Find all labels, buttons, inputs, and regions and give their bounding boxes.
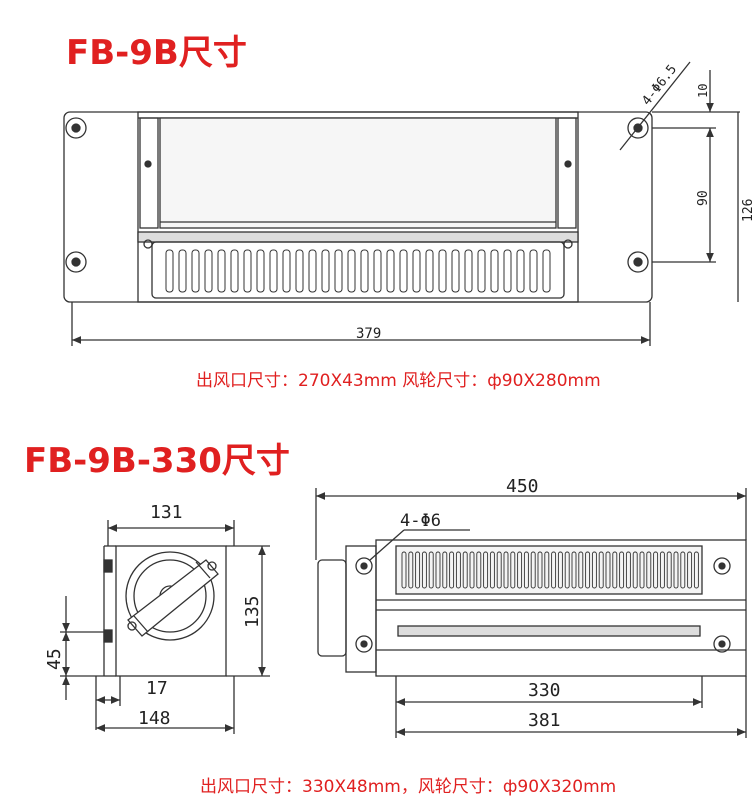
front-dim-450: 450 bbox=[506, 476, 539, 497]
grille-slot bbox=[191, 249, 200, 293]
grille-slot bbox=[516, 249, 525, 293]
grille-slot bbox=[408, 551, 414, 589]
grille-slot bbox=[442, 551, 448, 589]
side-view-drawing bbox=[60, 520, 270, 734]
grille-slot bbox=[204, 249, 213, 293]
top-dim-126: 126 bbox=[741, 199, 756, 222]
grille-slot bbox=[523, 551, 529, 589]
grille-slot bbox=[680, 551, 686, 589]
bottom-spec-text: 出风口尺寸：330X48mm，风轮尺寸：ф90X320mm bbox=[200, 777, 617, 797]
grille-slot bbox=[542, 249, 551, 293]
grille-slot bbox=[455, 551, 461, 589]
grille-slot bbox=[489, 551, 495, 589]
grille-slot bbox=[598, 551, 604, 589]
grille-slot bbox=[591, 551, 597, 589]
grille-slot bbox=[438, 249, 447, 293]
side-dim-135: 135 bbox=[242, 595, 263, 628]
grille-slot bbox=[625, 551, 631, 589]
top-dim-90: 90 bbox=[696, 190, 711, 206]
top-outlet-grille-slots bbox=[165, 249, 551, 293]
grille-slot bbox=[469, 551, 475, 589]
grille-slot bbox=[269, 249, 278, 293]
grille-slot bbox=[476, 551, 482, 589]
grille-slot bbox=[632, 551, 638, 589]
grille-slot bbox=[510, 551, 516, 589]
top-dim-10: 10 bbox=[696, 84, 710, 98]
grille-slot bbox=[646, 551, 652, 589]
top-fan-drawing bbox=[63, 61, 740, 346]
grille-slot bbox=[605, 551, 611, 589]
grille-slot bbox=[347, 249, 356, 293]
side-dim-17: 17 bbox=[146, 678, 168, 699]
grille-slot bbox=[243, 249, 252, 293]
grille-slot bbox=[451, 249, 460, 293]
grille-slot bbox=[308, 249, 317, 293]
grille-slot bbox=[462, 551, 468, 589]
grille-slot bbox=[321, 249, 330, 293]
grille-slot bbox=[295, 249, 304, 293]
grille-slot bbox=[435, 551, 441, 589]
grille-slot bbox=[585, 551, 591, 589]
grille-slot bbox=[334, 249, 343, 293]
grille-slot bbox=[673, 551, 679, 589]
grille-slot bbox=[503, 551, 509, 589]
grille-slot bbox=[428, 551, 434, 589]
grille-slot bbox=[483, 551, 489, 589]
grille-slot bbox=[619, 551, 625, 589]
grille-slot bbox=[399, 249, 408, 293]
grille-slot bbox=[612, 551, 618, 589]
grille-slot bbox=[415, 551, 421, 589]
grille-slot bbox=[412, 249, 421, 293]
grille-slot bbox=[571, 551, 577, 589]
side-dim-45: 45 bbox=[44, 648, 65, 670]
top-mount-holes bbox=[65, 117, 649, 273]
grille-slot bbox=[360, 249, 369, 293]
grille-slot bbox=[529, 249, 538, 293]
grille-slot bbox=[578, 551, 584, 589]
bottom-title: FB-9B-330尺寸 bbox=[24, 441, 290, 481]
grille-slot bbox=[282, 249, 291, 293]
grille-slot bbox=[564, 551, 570, 589]
top-dim-379: 379 bbox=[356, 326, 381, 342]
grille-slot bbox=[230, 249, 239, 293]
front-dim-hole: 4-Φ6 bbox=[400, 511, 441, 531]
top-spec-text: 出风口尺寸：270X43mm 风轮尺寸：ф90X280mm bbox=[196, 371, 601, 391]
top-dim-hole: 4-Φ6.5 bbox=[639, 62, 680, 108]
grille-slot bbox=[178, 249, 187, 293]
grille-slot bbox=[537, 551, 543, 589]
top-title: FB-9B尺寸 bbox=[66, 33, 247, 73]
side-dim-131: 131 bbox=[150, 502, 183, 523]
side-dim-148: 148 bbox=[138, 708, 171, 729]
front-outlet-grille-slots bbox=[401, 551, 699, 589]
grille-slot bbox=[165, 249, 174, 293]
grille-slot bbox=[477, 249, 486, 293]
grille-slot bbox=[687, 551, 693, 589]
grille-slot bbox=[666, 551, 672, 589]
grille-slot bbox=[517, 551, 523, 589]
grille-slot bbox=[551, 551, 557, 589]
grille-slot bbox=[490, 249, 499, 293]
grille-slot bbox=[421, 551, 427, 589]
grille-slot bbox=[557, 551, 563, 589]
grille-slot bbox=[449, 551, 455, 589]
front-dim-330: 330 bbox=[528, 680, 561, 701]
grille-slot bbox=[425, 249, 434, 293]
grille-slot bbox=[693, 551, 699, 589]
grille-slot bbox=[659, 551, 665, 589]
grille-slot bbox=[496, 551, 502, 589]
grille-slot bbox=[401, 551, 407, 589]
grille-slot bbox=[530, 551, 536, 589]
grille-slot bbox=[373, 249, 382, 293]
grille-slot bbox=[256, 249, 265, 293]
grille-slot bbox=[217, 249, 226, 293]
grille-slot bbox=[653, 551, 659, 589]
grille-slot bbox=[544, 551, 550, 589]
grille-slot bbox=[639, 551, 645, 589]
grille-slot bbox=[464, 249, 473, 293]
front-dim-381: 381 bbox=[528, 710, 561, 731]
grille-slot bbox=[503, 249, 512, 293]
grille-slot bbox=[386, 249, 395, 293]
